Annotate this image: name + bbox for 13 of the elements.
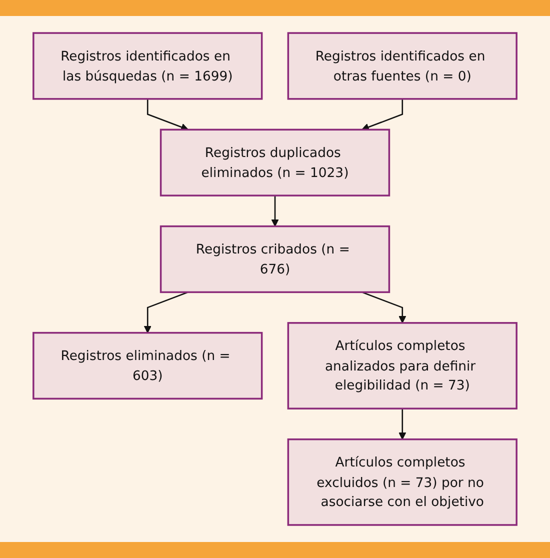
arrow: [144, 292, 188, 334]
node-box: Registros eliminados (n = 603): [32, 332, 263, 400]
arrow: [362, 98, 404, 131]
node-box: Registros identificados en otras fuentes (n = 0): [287, 32, 518, 100]
node-box: Registros identificados en las búsquedas (n = 1699): [32, 32, 263, 100]
arrow: [146, 98, 188, 131]
arrow: [398, 408, 406, 440]
node-box: Registros duplicados eliminados (n = 1023): [160, 128, 390, 196]
node-box: Registros cribados (n = 676): [160, 225, 390, 294]
arrow: [362, 292, 406, 324]
node-box: Artículos completos excluidos (n = 73) por no asociarse con el objetivo: [287, 438, 518, 526]
node-box: Artículos completos analizados para definir elegibilidad (n = 73): [287, 322, 518, 410]
arrow: [271, 196, 279, 227]
